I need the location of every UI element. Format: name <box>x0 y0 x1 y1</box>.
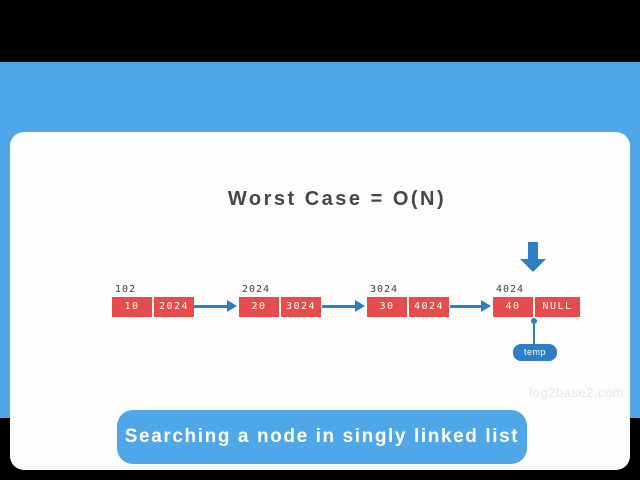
node-next-cell: 3024 <box>281 297 321 317</box>
node-address-label: 3024 <box>370 284 399 295</box>
node-cells: 30 4024 <box>367 297 449 317</box>
slide-title: Worst Case = O(N) <box>227 188 447 210</box>
temp-pointer-label: temp <box>513 344 557 361</box>
next-pointer-arrow-3 <box>450 300 491 312</box>
next-pointer-arrow-2 <box>322 300 365 312</box>
search-position-arrow <box>528 242 538 259</box>
caption-banner: Searching a node in singly linked list <box>117 410 527 464</box>
node-data-cell: 10 <box>112 297 152 317</box>
node-address-label: 4024 <box>496 284 525 295</box>
watermark: log2base2.com <box>529 385 624 400</box>
node-address-label: 2024 <box>242 284 271 295</box>
next-pointer-arrow-1 <box>193 300 237 312</box>
node-cells: 20 3024 <box>239 297 321 317</box>
node-data-cell: 40 <box>493 297 533 317</box>
node-address-label: 102 <box>115 284 137 295</box>
node-cells: 40 NULL <box>493 297 580 317</box>
letterbox-top <box>0 0 640 62</box>
slide-card: Worst Case = O(N) 102 10 2024 2024 20 30… <box>10 132 630 470</box>
node-next-cell: 2024 <box>154 297 194 317</box>
linked-list-node-3: 3024 30 4024 <box>367 284 449 317</box>
linked-list-node-1: 102 10 2024 <box>112 284 194 317</box>
search-position-arrow-head <box>520 259 546 272</box>
node-cells: 10 2024 <box>112 297 194 317</box>
linked-list-node-2: 2024 20 3024 <box>239 284 321 317</box>
node-next-cell: NULL <box>535 297 580 317</box>
linked-list-node-4: 4024 40 NULL <box>493 284 580 317</box>
slide-blue-frame: Worst Case = O(N) 102 10 2024 2024 20 30… <box>0 62 640 470</box>
node-data-cell: 30 <box>367 297 407 317</box>
caption-banner-text: Searching a node in singly linked list <box>124 426 520 447</box>
node-data-cell: 20 <box>239 297 279 317</box>
temp-pointer-line <box>533 321 535 344</box>
node-next-cell: 4024 <box>409 297 449 317</box>
